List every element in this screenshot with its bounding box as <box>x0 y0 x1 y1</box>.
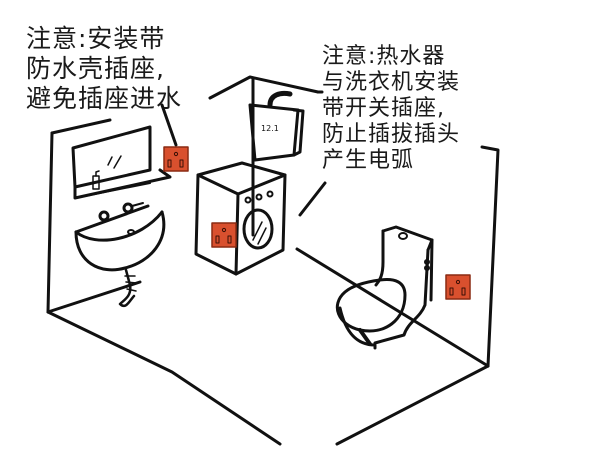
note-line: 与洗衣机安装 <box>322 70 461 95</box>
note-line: 避免插座进水 <box>26 84 183 113</box>
socket-icon <box>211 222 237 248</box>
note-line: 防止插拔插头 <box>322 122 461 147</box>
note-line: 产生电弧 <box>322 148 415 173</box>
note-line: 防水壳插座, <box>26 54 165 83</box>
svg-text:12.1: 12.1 <box>261 124 279 133</box>
socket-icon <box>163 146 189 172</box>
note-switched-socket: 注意:热水器 与洗衣机安装 带开关插座, 防止插拔插头 产生电弧 <box>322 44 460 174</box>
note-line: 带开关插座, <box>322 96 445 121</box>
sink-icon <box>74 202 166 308</box>
note-line: 注意:安装带 <box>26 24 166 53</box>
note-line: 注意:热水器 <box>322 44 446 69</box>
washing-machine-icon <box>194 161 287 276</box>
socket-icon <box>445 274 471 300</box>
toilet-icon <box>335 225 434 350</box>
note-waterproof-socket: 注意:安装带 防水壳插座, 避免插座进水 <box>26 24 182 114</box>
mirror-icon <box>71 125 172 200</box>
room-outline <box>46 75 500 446</box>
water-heater-icon: 12.1 <box>248 90 305 162</box>
callout-lines <box>160 90 327 217</box>
